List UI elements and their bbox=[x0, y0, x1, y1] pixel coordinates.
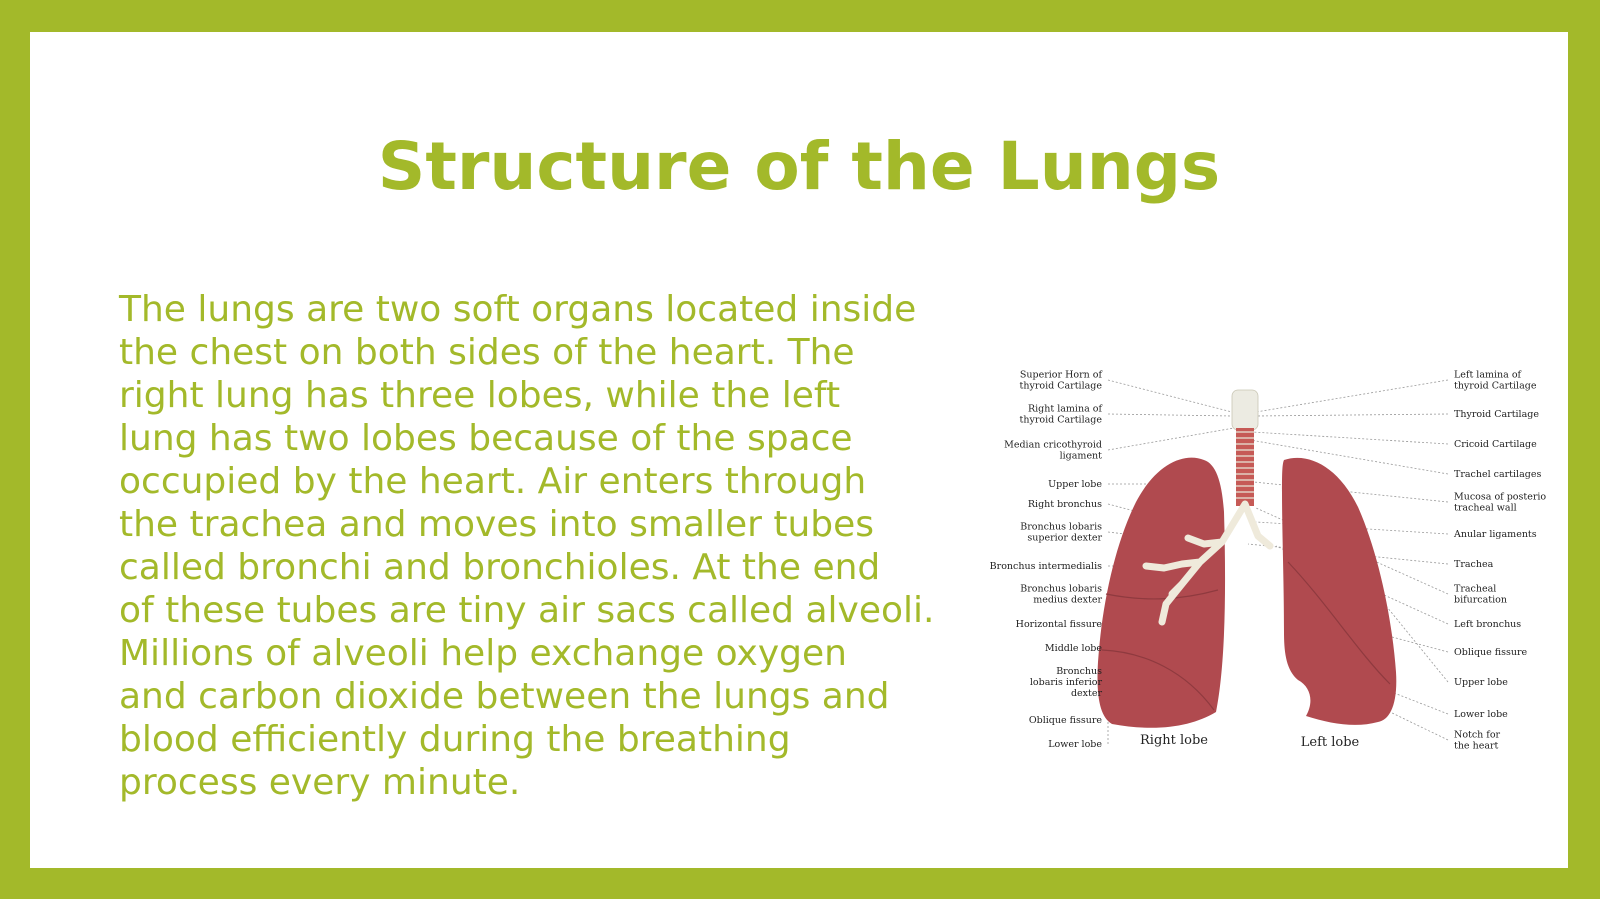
anatomy-label: bifurcation bbox=[1454, 595, 1507, 606]
anatomy-label: thyroid Cartilage bbox=[1020, 415, 1103, 426]
anatomy-label: Right bronchus bbox=[1028, 499, 1102, 510]
trachea-shape bbox=[1236, 428, 1254, 506]
trachea-rings bbox=[1236, 431, 1254, 499]
anatomy-label: Bronchus lobaris bbox=[1020, 522, 1102, 533]
anatomy-label: Left lamina of bbox=[1454, 370, 1523, 381]
right-lobe-caption: Right lobe bbox=[1140, 733, 1208, 748]
body-line: process every minute. bbox=[119, 762, 521, 803]
leader-line bbox=[1255, 379, 1449, 413]
anatomy-label: dexter bbox=[1071, 688, 1103, 699]
body-line: and carbon dioxide between the lungs and bbox=[119, 676, 890, 717]
anatomy-label: Thyroid Cartilage bbox=[1454, 409, 1539, 420]
leader-line bbox=[1253, 481, 1449, 503]
anatomy-label: Horizontal fissure bbox=[1016, 619, 1103, 630]
anatomy-label: Mucosa of posterior bbox=[1454, 492, 1546, 503]
left-lobe-caption: Left lobe bbox=[1301, 735, 1360, 750]
horizontal-fissure-line bbox=[1105, 589, 1219, 600]
anatomy-label: Trachel cartilages bbox=[1454, 469, 1541, 480]
anatomy-label: Tracheal bbox=[1454, 584, 1496, 595]
anatomy-label: Anular ligaments bbox=[1453, 529, 1537, 540]
body-line: The lungs are two soft organs located in… bbox=[119, 289, 917, 330]
body-line: lung has two lobes because of the space bbox=[119, 418, 853, 459]
anatomy-label: Bronchus bbox=[1056, 666, 1102, 677]
body-line: of these tubes are tiny air sacs called … bbox=[119, 590, 935, 631]
anatomy-label: superior dexter bbox=[1027, 533, 1102, 544]
left-lung-shape bbox=[1282, 457, 1397, 725]
slide-title: Structure of the Lungs bbox=[377, 128, 1221, 205]
body-text: The lungs are two soft organs located in… bbox=[119, 288, 979, 804]
anatomy-label: medius dexter bbox=[1033, 595, 1102, 606]
leader-line bbox=[1251, 431, 1449, 445]
anatomy-label: Lower lobe bbox=[1454, 709, 1508, 720]
anatomy-label: Upper lobe bbox=[1048, 479, 1102, 490]
anatomy-label: ligament bbox=[1060, 451, 1103, 462]
anatomy-label: Lower lobe bbox=[1048, 739, 1102, 750]
leader-line bbox=[1249, 439, 1449, 475]
anatomy-label: Bronchus lobaris bbox=[1020, 584, 1102, 595]
body-line: called bronchi and bronchioles. At the e… bbox=[119, 547, 881, 588]
oblique-fissure-left-line bbox=[1287, 561, 1391, 685]
right-lung-shape bbox=[1097, 457, 1226, 728]
anatomy-label: Middle lobe bbox=[1045, 643, 1102, 654]
anatomy-label: thyroid Cartilage bbox=[1454, 381, 1537, 392]
anatomy-label: Bronchus intermedialis bbox=[990, 561, 1102, 572]
body-line: blood efficiently during the breathing bbox=[119, 719, 791, 760]
leader-line bbox=[1107, 427, 1235, 451]
anatomy-label: Upper lobe bbox=[1454, 677, 1508, 688]
leader-line bbox=[1107, 379, 1233, 413]
body-line: Millions of alveoli help exchange oxygen bbox=[119, 633, 847, 674]
leader-line bbox=[1255, 413, 1449, 417]
anatomy-label: Superior Horn of bbox=[1020, 370, 1104, 381]
anatomy-label: thyroid Cartilage bbox=[1020, 381, 1103, 392]
body-line: the chest on both sides of the heart. Th… bbox=[119, 332, 855, 373]
anatomy-label: Median cricothyroid bbox=[1004, 440, 1102, 451]
anatomy-label: Left bronchus bbox=[1454, 619, 1521, 630]
anatomy-label: Trachea bbox=[1454, 559, 1494, 570]
body-line: the trachea and moves into smaller tubes bbox=[119, 504, 875, 545]
anatomy-label: lobaris inferior bbox=[1030, 677, 1103, 688]
anatomy-label: Cricoid Cartilage bbox=[1454, 439, 1537, 450]
anatomy-label: Oblique fissure bbox=[1029, 715, 1103, 726]
oblique-fissure-right-line bbox=[1101, 649, 1215, 711]
larynx-shape bbox=[1231, 389, 1259, 431]
anatomy-label: the heart bbox=[1454, 741, 1499, 752]
body-line: right lung has three lobes, while the le… bbox=[119, 375, 841, 416]
leader-line bbox=[1107, 413, 1233, 417]
slide-canvas: Structure of the Lungs The lungs are two… bbox=[30, 32, 1568, 868]
anatomy-label: Notch for bbox=[1454, 730, 1501, 741]
anatomy-label: tracheal wall bbox=[1454, 503, 1517, 514]
anatomy-label: Oblique fissure bbox=[1454, 647, 1528, 658]
anatomy-label: Right lamina of bbox=[1028, 404, 1103, 415]
bronchial-tree-shape bbox=[1142, 500, 1274, 626]
body-line: occupied by the heart. Air enters throug… bbox=[119, 461, 867, 502]
leader-line bbox=[1389, 711, 1449, 741]
